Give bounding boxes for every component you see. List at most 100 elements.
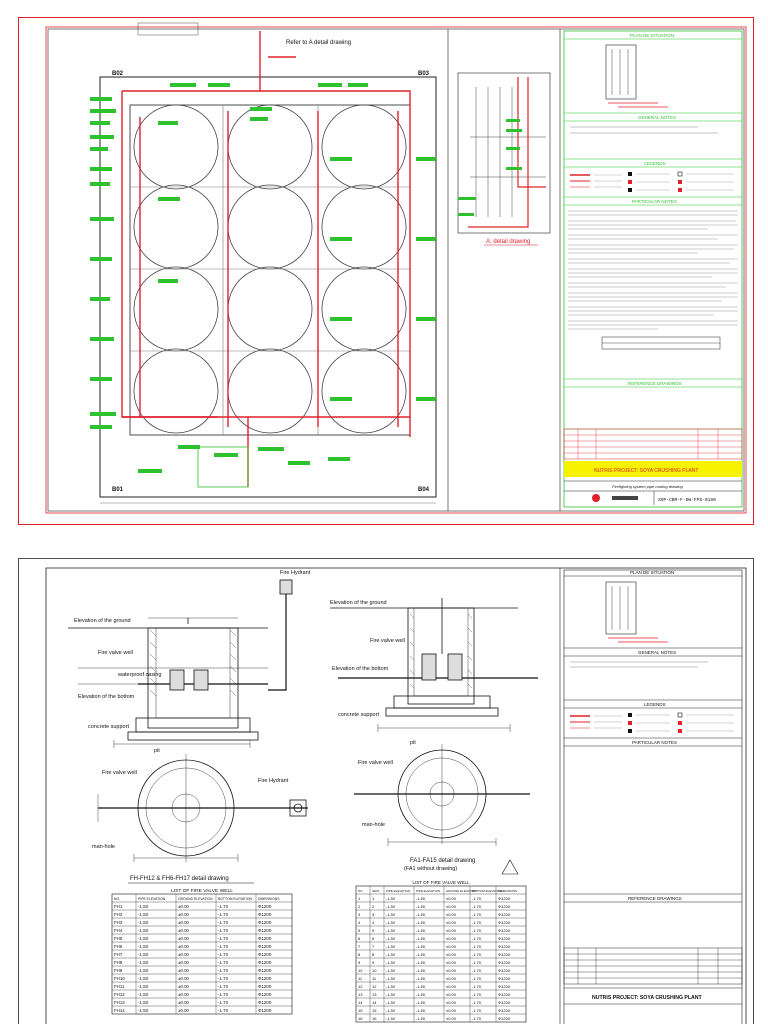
table-cell: FH2 bbox=[114, 912, 123, 917]
table-cell: -1.50 bbox=[416, 1016, 426, 1021]
table-cell: -1.50 bbox=[138, 992, 149, 997]
table-cell: -1.50 bbox=[416, 984, 426, 989]
green-annotation-tags bbox=[90, 83, 436, 473]
table-cell: 16 bbox=[372, 1016, 377, 1021]
table-cell: 5 bbox=[372, 928, 375, 933]
detail-drawing: Elevation of the ground Fire Hydrant Fir… bbox=[18, 558, 754, 1024]
label-valve-well-plan-left: Fire valve well bbox=[102, 770, 137, 776]
table-cell: FH1 bbox=[114, 904, 123, 909]
table-cell: 13 bbox=[372, 992, 377, 997]
caption-mid-detail-sub: (FA1 without drawing) bbox=[404, 866, 457, 872]
table-cell: Φ1200 bbox=[258, 920, 272, 925]
table-header-cell: PIPE ELEVATION bbox=[386, 889, 410, 893]
panel-title-particular-notes: PARTICULAR NOTES bbox=[632, 740, 677, 745]
plan-drawing: Refer to A detail drawing B02 B03 B01 B0… bbox=[18, 17, 754, 525]
plan-situation-mini-map bbox=[605, 44, 637, 100]
revision-table bbox=[563, 947, 743, 985]
legend-symbols bbox=[570, 171, 734, 192]
table-cell: -1.70 bbox=[218, 952, 229, 957]
table-cell: 1 bbox=[372, 896, 375, 901]
table-cell: FH3 bbox=[114, 920, 123, 925]
label-manhole-left: man-hole bbox=[92, 844, 115, 850]
table-cell: Φ1200 bbox=[258, 1000, 272, 1005]
table-cell: -1.50 bbox=[386, 1016, 396, 1021]
fire-pipe-routing bbox=[121, 31, 411, 487]
table-cell: -1.50 bbox=[416, 1008, 426, 1013]
table-cell: Φ1200 bbox=[498, 904, 511, 909]
table-cell: -1.50 bbox=[416, 960, 426, 965]
table-cell: ±0.00 bbox=[178, 1008, 190, 1013]
table-cell: 9 bbox=[358, 960, 361, 965]
table-cell: Φ1200 bbox=[258, 936, 272, 941]
bay-label-nw: B02 bbox=[112, 71, 124, 77]
table-cell: -1.70 bbox=[472, 912, 482, 917]
table-cell: ±0.00 bbox=[178, 992, 190, 997]
panel-title-reference-drawings: REFERENCE DRAWINGS bbox=[628, 896, 682, 901]
label-concrete-support-mid: concrete support bbox=[338, 712, 379, 718]
table-cell: -1.50 bbox=[386, 968, 396, 973]
table-cell: 6 bbox=[358, 936, 361, 941]
table-cell: Φ1200 bbox=[258, 992, 272, 997]
table-cell: 15 bbox=[372, 1008, 377, 1013]
table-cell: -1.50 bbox=[416, 928, 426, 933]
table-cell: -1.50 bbox=[416, 944, 426, 949]
table-cell: -1.70 bbox=[472, 968, 482, 973]
table-cell: -1.50 bbox=[416, 904, 426, 909]
revision-triangle-icon bbox=[501, 859, 519, 875]
table-cell: -1.50 bbox=[138, 960, 149, 965]
panel-title-plan-situation: PLAN DE SITUATION bbox=[630, 33, 674, 38]
table-cell: ±0.00 bbox=[446, 960, 457, 965]
label-pit-mid: pit bbox=[410, 740, 416, 746]
table-cell: -1.70 bbox=[472, 928, 482, 933]
table-cell: -1.70 bbox=[472, 1000, 482, 1005]
table-cell: FH9 bbox=[114, 968, 123, 973]
table-cell: -1.50 bbox=[386, 920, 396, 925]
table-cell: -1.70 bbox=[218, 992, 229, 997]
table-cell: 1 bbox=[358, 896, 361, 901]
table-cell: FH14 bbox=[114, 1008, 125, 1013]
table-cell: -1.70 bbox=[218, 920, 229, 925]
table-cell: FH13 bbox=[114, 1000, 125, 1005]
table-cell: 14 bbox=[372, 1000, 377, 1005]
sheet-subtitle: Firefighting system pipe routing drawing bbox=[612, 484, 683, 489]
table-cell: ±0.00 bbox=[446, 896, 457, 901]
table-cell: -1.70 bbox=[472, 976, 482, 981]
table-cell: ±0.00 bbox=[178, 976, 190, 981]
bay-label-se: B04 bbox=[418, 487, 430, 493]
table-cell: -1.50 bbox=[138, 1008, 149, 1013]
bay-label-sw: B01 bbox=[112, 487, 124, 493]
table-cell: -1.50 bbox=[416, 920, 426, 925]
table-cell: Φ1200 bbox=[498, 976, 511, 981]
valve-well-plan-left bbox=[97, 754, 308, 862]
table-cell: -1.50 bbox=[138, 984, 149, 989]
table-cell: ±0.00 bbox=[178, 960, 190, 965]
panel-title-legends: LEGENDS bbox=[644, 702, 666, 707]
outdoor-hydrant-area bbox=[197, 446, 249, 488]
table-cell: ±0.00 bbox=[446, 1016, 457, 1021]
table-frame bbox=[355, 885, 527, 1023]
table-cell: Φ1200 bbox=[258, 968, 272, 973]
table-cell: 7 bbox=[372, 944, 375, 949]
table-cell: -1.70 bbox=[472, 952, 482, 957]
table-frame bbox=[111, 893, 293, 1015]
silo-plan bbox=[90, 22, 437, 504]
table-cell: -1.50 bbox=[386, 928, 396, 933]
table-cell: ±0.00 bbox=[178, 944, 190, 949]
table-header-cell: GROUND ELEVATION bbox=[178, 897, 213, 901]
project-title: NUTRIS PROJECT: SOYA CRUSHING PLANT bbox=[594, 468, 698, 474]
panel-title-general-notes: GENERAL NOTES bbox=[638, 115, 676, 120]
table-cell: -1.50 bbox=[386, 984, 396, 989]
table-cell: -1.50 bbox=[386, 944, 396, 949]
company-wordmark bbox=[612, 496, 638, 500]
table-cell: Φ1200 bbox=[498, 1000, 511, 1005]
table-header-cell: PIPE ELEVATION bbox=[416, 889, 440, 893]
table-cell: -1.70 bbox=[472, 1016, 482, 1021]
table-cell: Φ1200 bbox=[498, 952, 511, 957]
table-cell: ±0.00 bbox=[178, 904, 190, 909]
table-cell: -1.50 bbox=[386, 1000, 396, 1005]
table-cell: ±0.00 bbox=[178, 984, 190, 989]
table-cell: ±0.00 bbox=[446, 992, 457, 997]
label-manhole-mid: man-hole bbox=[362, 822, 385, 828]
table-cell: Φ1200 bbox=[498, 944, 511, 949]
table-cell: Φ1200 bbox=[498, 968, 511, 973]
